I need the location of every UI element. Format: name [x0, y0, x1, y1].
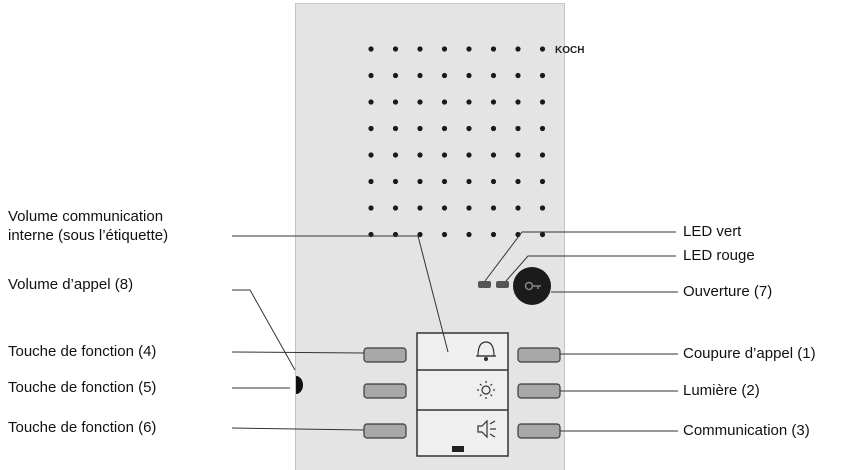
- grille-hole: [392, 152, 399, 158]
- grille-hole: [368, 72, 374, 79]
- label-volume-internal-line1: Volume communication: [8, 208, 164, 225]
- label-led-green: LED vert: [683, 223, 742, 240]
- grille-hole: [539, 125, 546, 132]
- grille-hole: [417, 231, 423, 238]
- grille-hole: [515, 125, 521, 132]
- grille-hole: [392, 125, 399, 132]
- grille-hole: [515, 152, 521, 158]
- grille-hole: [368, 46, 374, 52]
- grille-hole: [392, 72, 399, 79]
- mute-key[interactable]: [517, 347, 561, 363]
- led-green: [478, 281, 491, 288]
- grille-hole: [466, 205, 472, 211]
- grille-hole: [368, 125, 374, 132]
- grille-hole: [539, 152, 546, 158]
- grille-hole: [417, 205, 423, 211]
- grille-hole: [368, 178, 374, 185]
- grille-hole: [441, 231, 448, 238]
- grille-hole: [368, 205, 374, 211]
- label-open: Ouverture (7): [683, 283, 773, 300]
- name-label-frame: [416, 332, 509, 457]
- grille-hole: [392, 46, 399, 52]
- grille-hole: [466, 46, 472, 52]
- grille-hole: [417, 72, 423, 79]
- door-open-button[interactable]: [513, 267, 551, 305]
- grille-hole: [539, 231, 546, 238]
- grille-hole: [417, 152, 423, 158]
- grille-hole: [441, 72, 448, 79]
- grille-hole: [515, 99, 521, 105]
- grille-hole: [490, 205, 497, 211]
- grille-hole: [490, 125, 497, 132]
- grille-hole: [539, 178, 546, 185]
- grille-hole: [539, 46, 546, 52]
- grille-hole: [466, 72, 472, 79]
- label-led-red: LED rouge: [683, 247, 755, 264]
- grille-hole: [515, 178, 521, 185]
- grille-hole: [441, 125, 448, 132]
- grille-hole: [539, 72, 546, 79]
- grille-hole: [515, 205, 521, 211]
- grille-hole: [392, 178, 399, 185]
- grille-hole: [539, 99, 546, 105]
- light-key[interactable]: [517, 383, 561, 399]
- grille-hole: [466, 99, 472, 105]
- speaker-grille: [368, 46, 546, 238]
- grille-hole: [490, 72, 497, 79]
- grille-hole: [417, 99, 423, 105]
- communication-key[interactable]: [517, 423, 561, 439]
- label-light: Lumière (2): [683, 382, 760, 399]
- function-key-5[interactable]: [363, 383, 407, 399]
- grille-hole: [441, 205, 448, 211]
- grille-hole: [441, 46, 448, 52]
- label-mute: Coupure d’appel (1): [683, 345, 816, 362]
- leader-lines: [231, 231, 678, 432]
- function-key-4[interactable]: [363, 347, 407, 363]
- grille-hole: [466, 178, 472, 185]
- speaker-icon: [477, 419, 496, 439]
- grille-hole: [490, 99, 497, 105]
- grille-hole: [441, 152, 448, 158]
- ring-volume-knob[interactable]: [296, 376, 303, 394]
- grille-hole: [466, 152, 472, 158]
- grille-hole: [392, 205, 399, 211]
- label-communication: Communication (3): [683, 422, 810, 439]
- grille-hole: [417, 178, 423, 185]
- function-key-6[interactable]: [363, 423, 407, 439]
- sun-icon: [477, 381, 495, 399]
- grille-hole: [490, 152, 497, 158]
- grille-hole: [441, 99, 448, 105]
- grille-hole: [490, 178, 497, 185]
- label-function-key-4: Touche de fonction (4): [8, 343, 157, 360]
- grille-hole: [539, 205, 546, 211]
- grille-hole: [441, 178, 448, 185]
- label-function-key-6: Touche de fonction (6): [8, 419, 157, 436]
- led-red: [496, 281, 509, 288]
- grille-hole: [368, 99, 374, 105]
- label-volume-internal-line2: interne (sous l’étiquette): [8, 227, 169, 244]
- grille-hole: [515, 46, 521, 52]
- grille-hole: [368, 152, 374, 158]
- grille-hole: [490, 46, 497, 52]
- grille-hole: [466, 125, 472, 132]
- grille-hole: [392, 99, 399, 105]
- grille-hole: [417, 125, 423, 132]
- label-function-key-5: Touche de fonction (5): [8, 379, 157, 396]
- grille-hole: [466, 231, 472, 238]
- brand-logo: KOCH: [555, 45, 584, 56]
- bell-icon: [476, 341, 496, 362]
- grille-hole: [417, 46, 423, 52]
- label-ring-volume: Volume d’appel (8): [8, 276, 134, 293]
- grille-hole: [490, 231, 497, 238]
- grille-hole: [515, 72, 521, 79]
- label-notch: [452, 446, 464, 452]
